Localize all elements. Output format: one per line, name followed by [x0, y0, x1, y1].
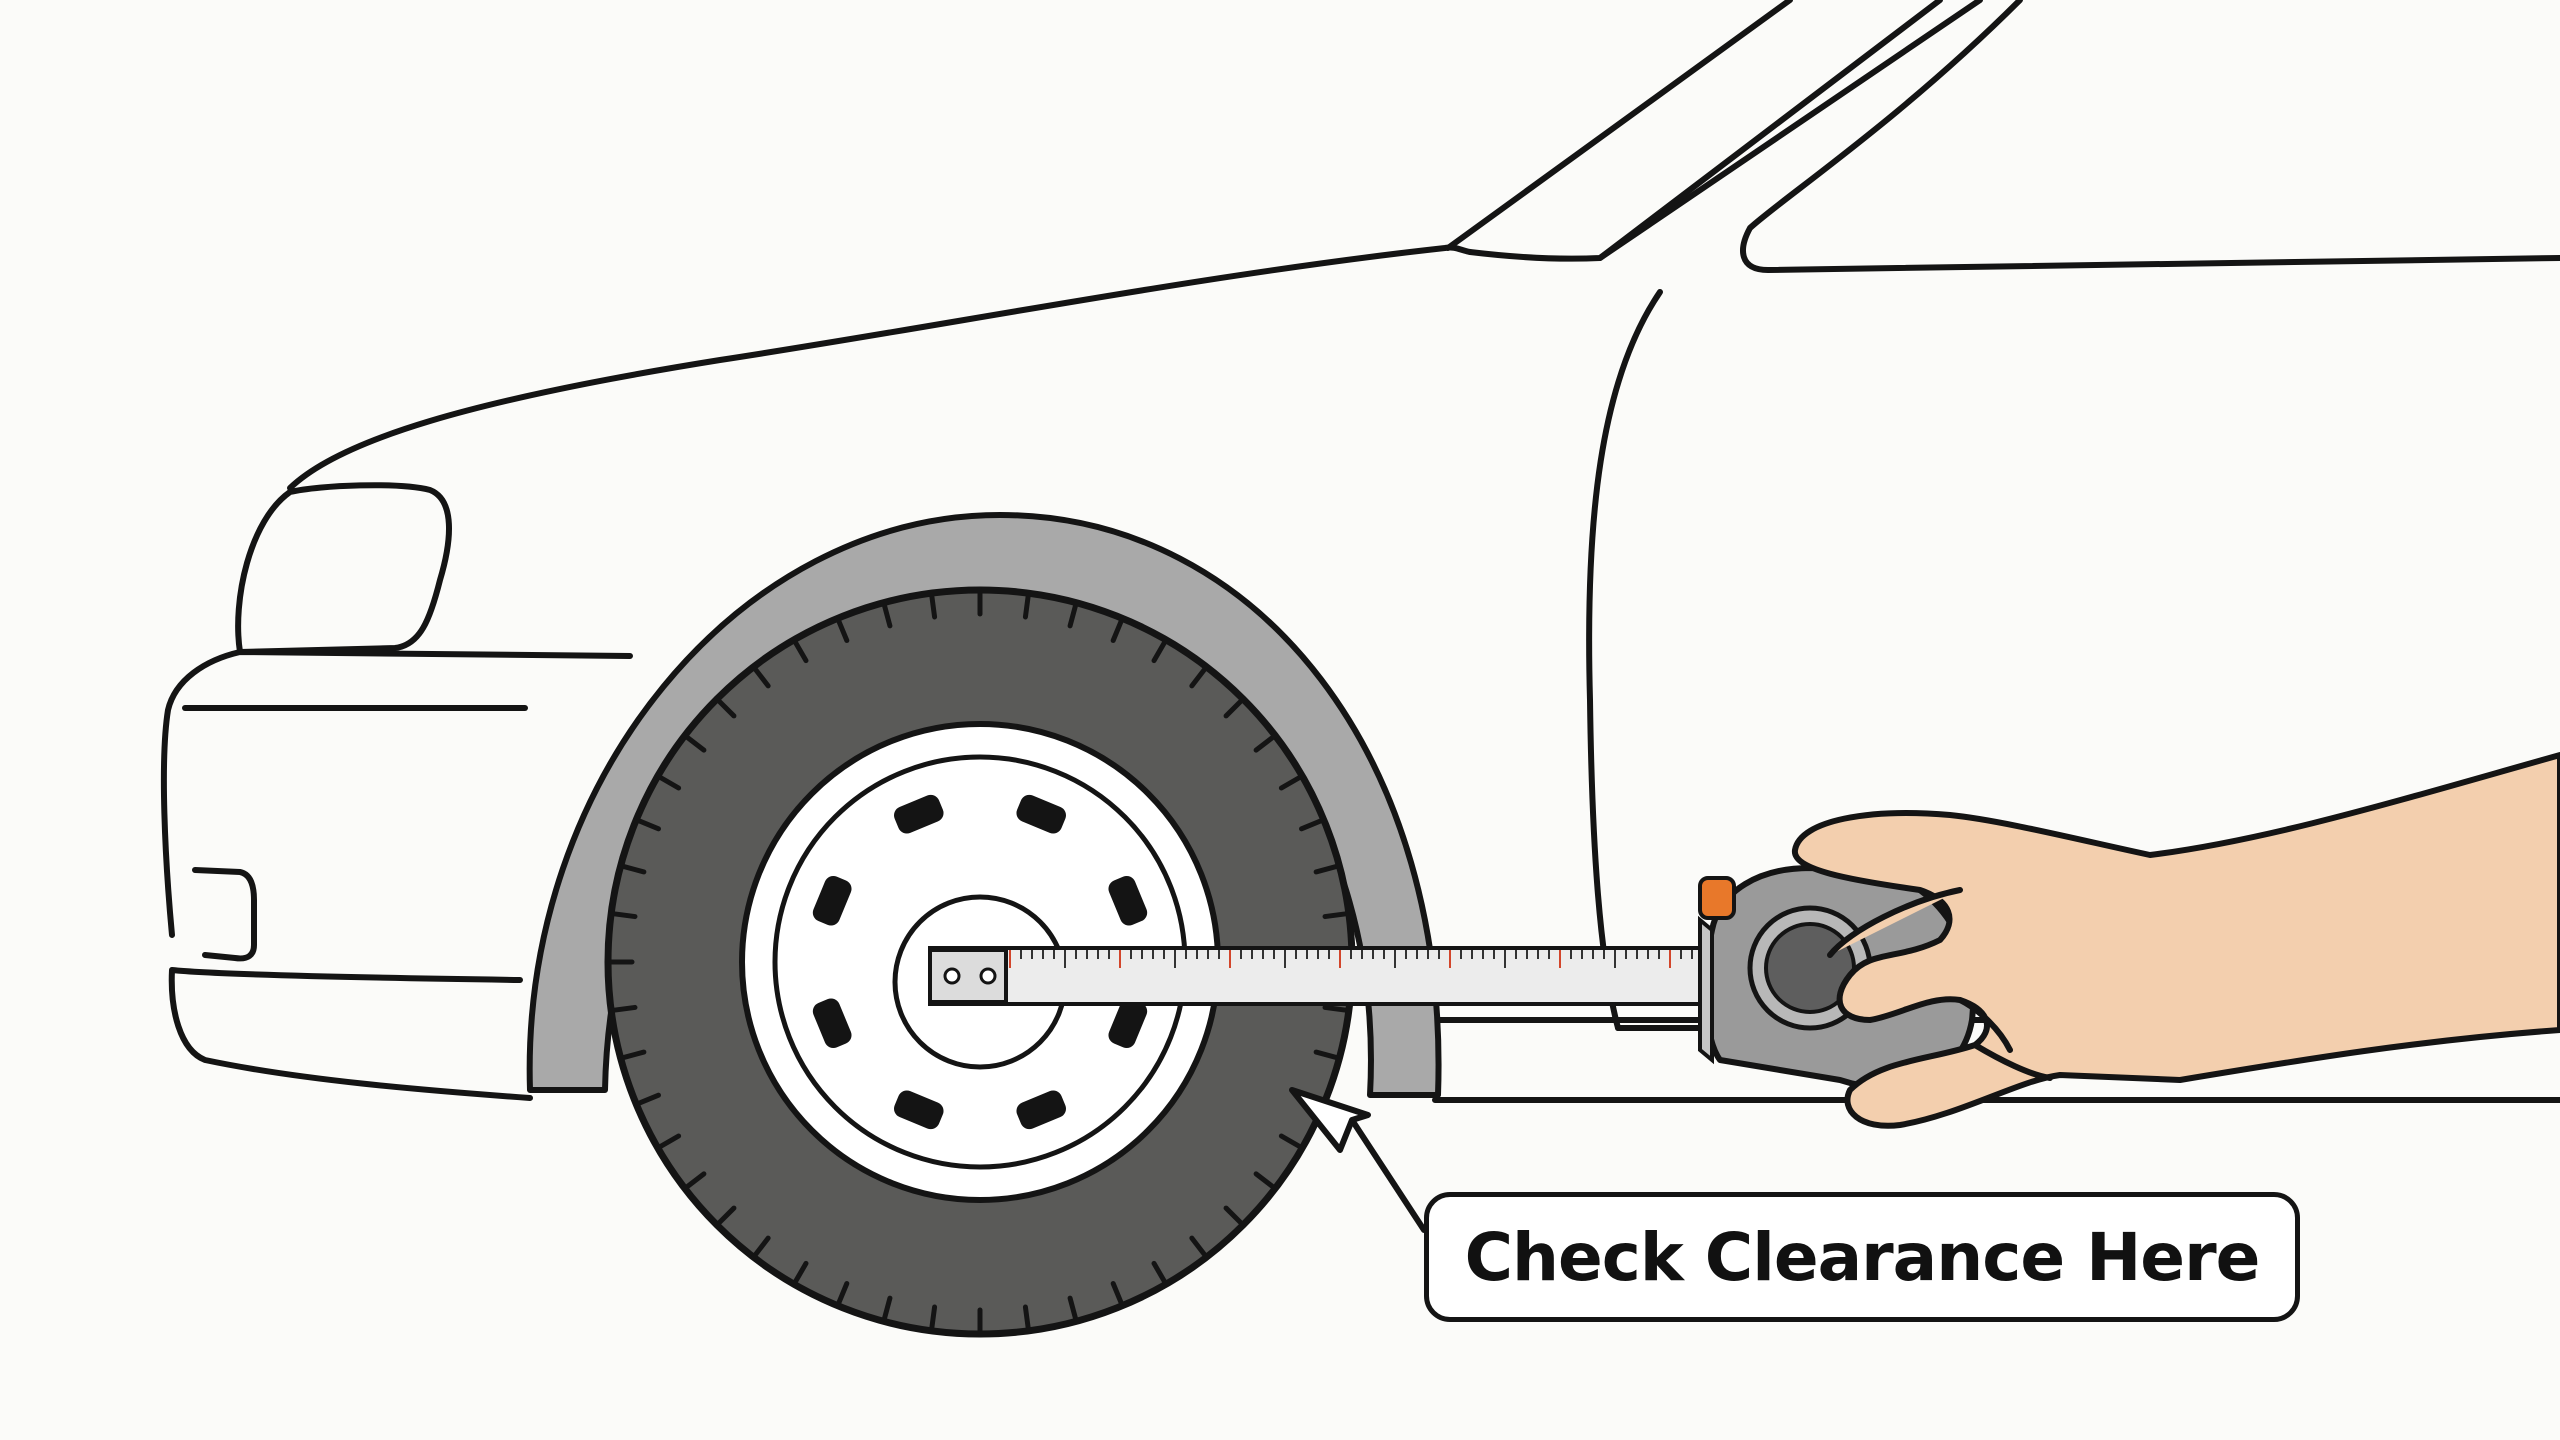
rim-slot [1108, 875, 1148, 926]
hook-rivet-2 [979, 967, 997, 985]
tape-blade [928, 946, 1712, 1006]
tread-notch [714, 1205, 737, 1228]
hood-line [287, 244, 1473, 491]
callout-label: Check Clearance Here [1464, 1218, 2261, 1296]
tape-measure-blade [928, 946, 1712, 1006]
rim-slots [812, 794, 1148, 1130]
rim-slot [812, 875, 852, 926]
bumper-upper [160, 649, 633, 938]
rim-slot [893, 1090, 944, 1130]
tread-notch [791, 637, 809, 664]
tread-notch [1313, 1049, 1342, 1061]
headlight [235, 482, 452, 655]
tread-notch [1110, 1281, 1125, 1309]
tread-notch [682, 1171, 707, 1191]
tread-notch [1253, 1171, 1278, 1191]
tread-notch [714, 696, 737, 719]
finger-lines [1957, 997, 2053, 1081]
tread-notch [835, 1281, 850, 1309]
callout-leader-line [1349, 1117, 1427, 1233]
callout-arrow-icon [1289, 1087, 1427, 1233]
tape-ticks [1009, 950, 1704, 968]
roof-edge [1597, 0, 1943, 261]
tread-notch [1223, 696, 1246, 719]
tread-notch [1253, 733, 1278, 753]
arm [1792, 752, 2560, 1129]
tread-notch [608, 910, 638, 920]
tread-notch [633, 1092, 661, 1107]
rim-slot [812, 998, 852, 1049]
tread-notch [791, 1260, 809, 1287]
tread-notch [618, 863, 647, 875]
tread-notch [655, 1133, 682, 1151]
tread-notch [881, 1295, 893, 1324]
tread-notch [655, 773, 682, 791]
hook-rivet-1 [943, 967, 961, 985]
tread-notch [835, 615, 850, 643]
tread-notch [751, 664, 771, 689]
tread-notch [1223, 1205, 1246, 1228]
tread-notch [751, 1235, 771, 1260]
bumper-lower [168, 967, 533, 1101]
tread-notch [608, 1004, 638, 1014]
a-pillar [1445, 0, 1983, 262]
tread-notch [1022, 1304, 1032, 1334]
door-edge [1586, 289, 1663, 1031]
tread-notch [1151, 1260, 1169, 1287]
tread-notch [1189, 664, 1209, 689]
tread-notch [1151, 637, 1169, 664]
thumb [1827, 887, 1963, 958]
tread-notch [928, 1304, 938, 1334]
tread-notch [881, 600, 893, 629]
tread-notch [1322, 1004, 1352, 1014]
tread-notch [1067, 1295, 1079, 1324]
tread-notch [618, 1049, 647, 1061]
rim-slot [1016, 1090, 1067, 1130]
rim-slot [1108, 998, 1148, 1049]
callout-label-box: Check Clearance Here [1424, 1192, 2300, 1322]
tread-notch [1299, 817, 1327, 832]
tape-lock-button [1698, 876, 1736, 920]
tread-notch [1189, 1235, 1209, 1260]
tread-notch [1322, 910, 1352, 920]
fog-light [192, 867, 257, 962]
tread-notch [1110, 615, 1125, 643]
tread-notch [1313, 863, 1342, 875]
tread-notch [682, 733, 707, 753]
tape-case-front [1698, 915, 1714, 1065]
tread-notch [1067, 600, 1079, 629]
tread-notch [928, 590, 938, 620]
hand-icon [1792, 752, 2560, 1129]
tread-notch [1022, 590, 1032, 620]
side-window [1740, 0, 2560, 273]
rim-slot [893, 794, 944, 834]
tread-notch [633, 817, 661, 832]
callout-arrowhead [1289, 1087, 1371, 1153]
tread-notch [1278, 1133, 1305, 1151]
rim-slot [1016, 794, 1067, 834]
tread-notch [1278, 773, 1305, 791]
